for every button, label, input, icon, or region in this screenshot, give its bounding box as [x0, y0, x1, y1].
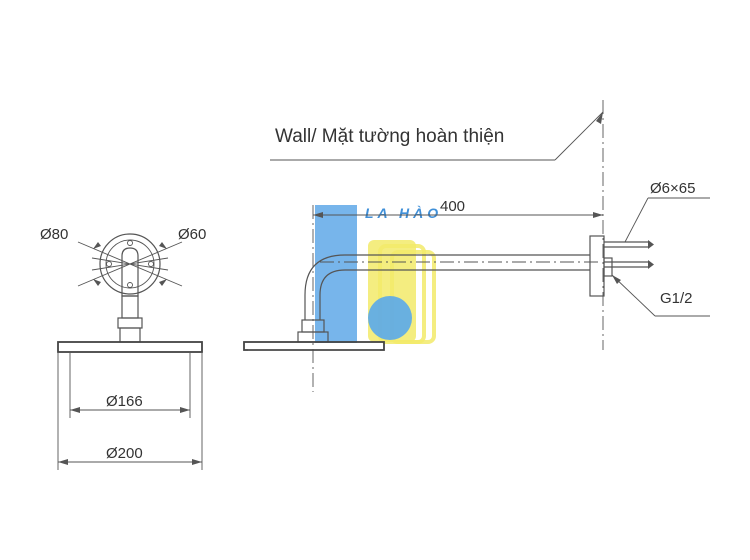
- bolt-leader: [624, 197, 710, 243]
- flange-top-view: [77, 233, 183, 297]
- face-inner-diameter-label: Ø166: [106, 393, 143, 410]
- thread-size-label: G1/2: [660, 290, 693, 307]
- shower-head-front-view: [57, 341, 203, 470]
- face-outer-diameter-label: Ø200: [106, 445, 143, 462]
- arm-length-label: 400: [440, 198, 465, 215]
- arm-length-dimension: [313, 212, 603, 218]
- watermark-logo: LA HÀO: [315, 205, 442, 344]
- connector-front-view: [117, 295, 143, 343]
- bolt-size-label: Ø6×65: [650, 180, 695, 197]
- flange-outer-diameter-label: Ø80: [40, 226, 68, 243]
- wall-label: Wall/ Mặt tường hoàn thiện: [275, 126, 504, 147]
- flange-inner-diameter-label: Ø60: [178, 226, 206, 243]
- watermark-text: LA HÀO: [365, 205, 442, 221]
- watermark-blue-circle: [368, 296, 412, 340]
- shower-arm-side-view: [243, 205, 654, 392]
- wall-leader: [270, 111, 604, 161]
- thread-leader: [611, 274, 710, 317]
- watermark-blue-bar: [315, 205, 357, 343]
